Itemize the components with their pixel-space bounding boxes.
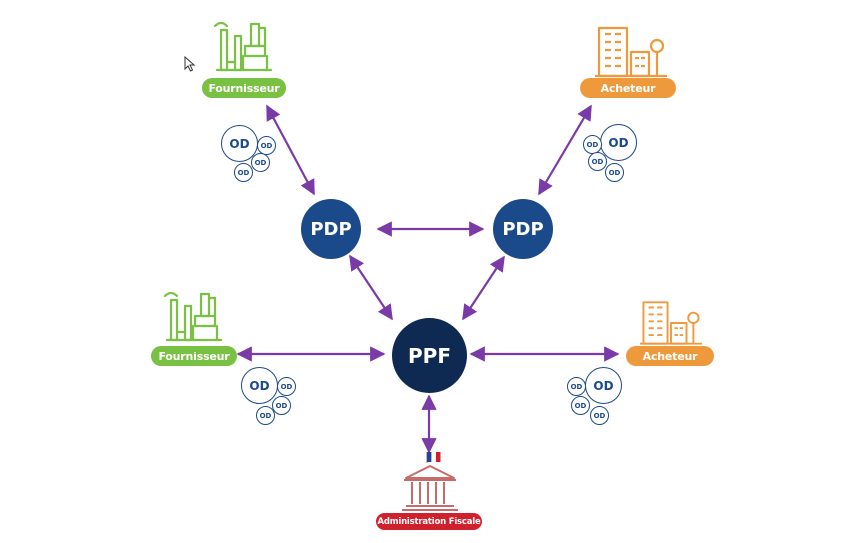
supplier-top-label: Fournisseur (202, 78, 286, 98)
factory-icon (213, 21, 273, 72)
od-big-bottom-right: OD (585, 367, 622, 404)
od-small-top-right-2: OD (588, 152, 607, 171)
od-small-bottom-left-3: OD (256, 406, 275, 425)
mouse-cursor-icon (184, 56, 196, 72)
buyer-top-label: Acheteur (580, 78, 676, 98)
od-big-top-left: OD (221, 125, 258, 162)
od-small-top-right-3: OD (605, 163, 624, 182)
administration-label: Administration Fiscale (376, 513, 482, 530)
od-small-top-left-2: OD (251, 153, 270, 172)
arrow-pdp-right-ppf (462, 255, 505, 321)
office-building-icon (595, 26, 667, 78)
od-small-top-right-1: OD (583, 135, 602, 154)
government-building-icon (402, 465, 458, 511)
french-flag-icon (426, 451, 441, 463)
arrow-supplier-top-pdp-left (266, 104, 315, 196)
od-small-bottom-left-2: OD (272, 396, 291, 415)
od-small-top-left-3: OD (234, 163, 253, 182)
factory-icon (163, 291, 223, 342)
arrow-buyer-top-pdp-right (538, 104, 592, 196)
ppf-node: PPF (392, 318, 467, 393)
od-small-bottom-left-1: OD (277, 377, 296, 396)
arrow-pdp-left-ppf (349, 254, 393, 321)
od-small-bottom-right-3: OD (590, 406, 609, 425)
pdp-left-node: PDP (301, 199, 361, 259)
supplier-left-label: Fournisseur (151, 346, 237, 366)
od-big-top-right: OD (600, 124, 637, 161)
od-small-bottom-right-1: OD (567, 377, 586, 396)
office-building-icon (640, 301, 702, 345)
od-big-bottom-left: OD (241, 367, 278, 404)
od-small-bottom-right-2: OD (571, 396, 590, 415)
buyer-right-label: Acheteur (626, 346, 714, 366)
pdp-right-node: PDP (493, 199, 553, 259)
